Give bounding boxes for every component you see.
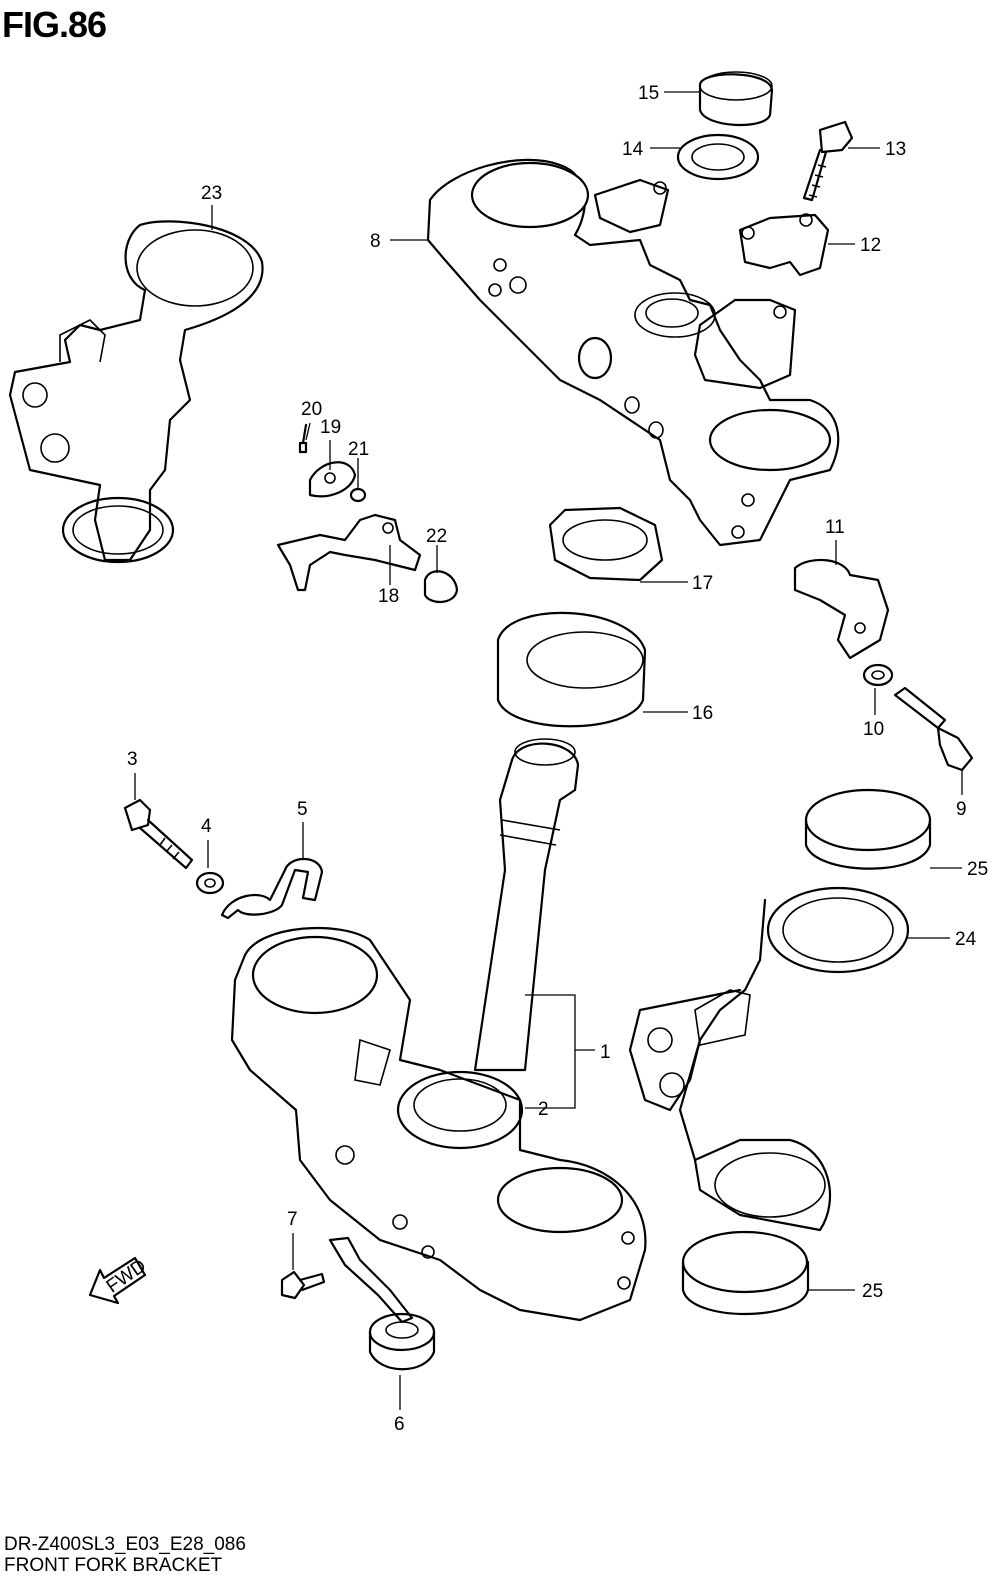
- callout-11: 11: [825, 517, 845, 538]
- forward-arrow-label: FWD: [103, 1255, 150, 1297]
- callout-16: 16: [692, 703, 713, 724]
- washer-4: [195, 871, 225, 895]
- callout-numbers: 1 2 3 4 5 6 7 8 9 10 11 12 13 14 15 16 1…: [127, 83, 988, 1435]
- callout-6: 6: [394, 1414, 405, 1435]
- bolt-3: [123, 798, 194, 870]
- callout-10: 10: [863, 719, 884, 740]
- steering-stem-lower-bracket: [230, 738, 647, 1322]
- stem-cap: [698, 71, 774, 127]
- headlight-bracket-lower: [628, 886, 910, 1232]
- figure-title: FIG.86: [2, 4, 107, 45]
- callout-18: 18: [378, 586, 399, 607]
- callout-2: 2: [538, 1099, 549, 1120]
- callout-22: 22: [426, 526, 447, 547]
- callout-1: 1: [600, 1042, 611, 1063]
- callout-3: 3: [127, 749, 138, 770]
- clamp-5: [220, 857, 324, 920]
- grommet-6: [328, 1236, 436, 1371]
- bolt-7: [280, 1270, 326, 1300]
- callout-19: 19: [320, 417, 341, 438]
- callout-25-upper: 25: [967, 859, 988, 880]
- cap-washer: [676, 133, 760, 181]
- figure-name: FRONT FORK BRACKET: [4, 1555, 223, 1576]
- washer-21: [349, 487, 367, 503]
- callout-23: 23: [201, 183, 222, 204]
- callout-9: 9: [956, 799, 967, 820]
- hose-guide-11: [793, 558, 890, 660]
- steering-nut: [548, 506, 664, 582]
- callout-17: 17: [692, 573, 713, 594]
- callout-20: 20: [301, 399, 322, 420]
- callout-15: 15: [638, 83, 659, 104]
- callout-5: 5: [297, 799, 308, 820]
- handlebar-holder: [738, 213, 830, 277]
- headlight-spacer-25-upper: [804, 788, 932, 870]
- cap-22: [423, 570, 459, 603]
- upper-fork-bracket: [426, 158, 840, 547]
- headlight-spacer-25-lower: [681, 1230, 810, 1316]
- steering-bearing: [496, 611, 647, 728]
- callout-13: 13: [885, 139, 906, 160]
- cover-19: [308, 461, 357, 498]
- callout-8: 8: [370, 231, 381, 252]
- callout-24: 24: [955, 929, 977, 950]
- callout-4: 4: [201, 816, 212, 837]
- bolt-9: [893, 686, 974, 772]
- callout-21: 21: [348, 439, 369, 460]
- clamp-bolt: [802, 120, 854, 202]
- headlight-bracket-upper: [8, 220, 264, 564]
- washer-10: [862, 663, 894, 687]
- callout-14: 14: [622, 139, 644, 160]
- leader-lines: [134, 91, 963, 1410]
- callout-25-lower: 25: [862, 1281, 883, 1302]
- model-code: DR-Z400SL3_E03_E28_086: [4, 1534, 246, 1555]
- screw-20: [298, 423, 308, 454]
- callout-12: 12: [860, 235, 881, 256]
- callout-7: 7: [287, 1209, 298, 1230]
- switch-18: [276, 513, 422, 592]
- forward-arrow: FWD: [88, 1255, 150, 1305]
